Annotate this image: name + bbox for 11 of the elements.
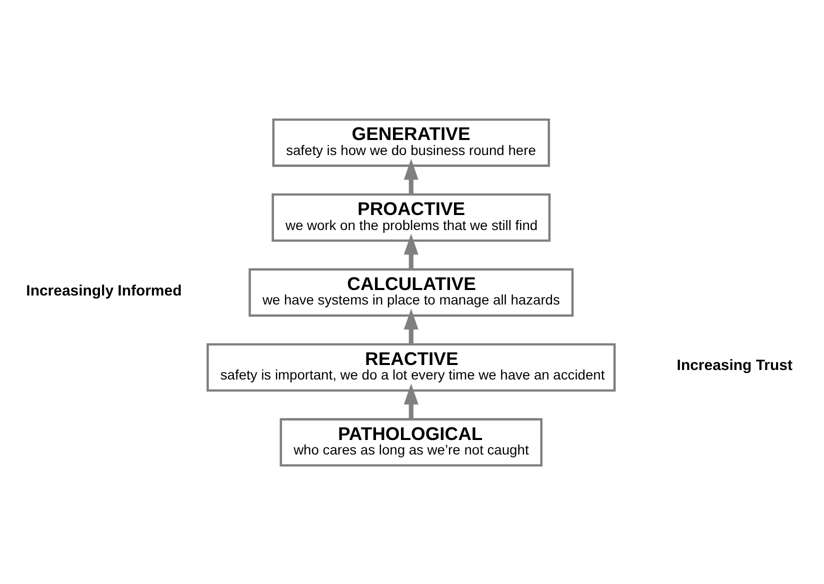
node-box: CALCULATIVE we have systems in place to manage all hazards xyxy=(248,268,574,316)
node-box: REACTIVE safety is important, we do a lot every time we have an accident xyxy=(206,342,616,392)
node-box: PATHOLOGICAL who cares as long as we’re not caught xyxy=(280,418,543,466)
label: Increasingly Informed xyxy=(26,282,182,299)
label: Increasing Trust xyxy=(676,356,792,374)
arrow xyxy=(404,308,418,344)
arrow xyxy=(404,233,418,269)
arrow xyxy=(404,158,418,194)
node-box: GENERATIVE safety is how we do business round here xyxy=(272,118,550,166)
node-box: PROACTIVE we work on the problems that we still find xyxy=(272,192,551,242)
arrow xyxy=(404,383,418,418)
